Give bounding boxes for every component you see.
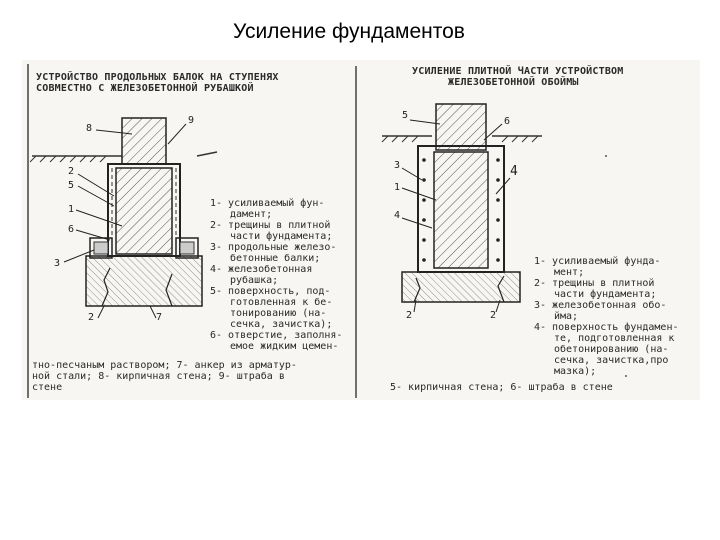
left-legend-line: дамент; [230,209,273,220]
left-heading-line-1: Устройство продольных балок на ступенях [36,72,279,83]
left-legend-line: 1- усиливаемый фун- [210,198,325,209]
left-foundation-drawing [29,117,218,319]
right-callout-3: 3 [394,160,401,171]
left-legend-line: готовленная к бе- [230,297,333,308]
left-callout-2-bottom: 2 [88,312,95,323]
right-callout-1: 1 [394,182,401,193]
left-callout-1: 1 [68,204,75,215]
right-callout-2-right: 2 [490,310,497,321]
left-callout-8: 8 [86,123,93,134]
left-callout-7: 7 [156,312,163,323]
left-callout-6: 6 [68,224,75,235]
right-legend-line: йма; [554,311,579,322]
left-legend-continuation: тно-песчаным раствором; 7- анкер из арма… [32,360,297,393]
slide-title: Усиление фундаментов [233,20,465,43]
left-callout-2: 2 [68,166,75,177]
left-legend-line: сечка, зачистка); [230,319,333,330]
left-legend-line: тонированию (на- [230,308,327,319]
left-legend-line: части фундамента; [230,231,333,242]
left-heading-line-2: совместно с железобетонной рубашкой [36,83,254,94]
left-legend-line: рубашка; [230,275,279,286]
right-callout-6: 6 [504,116,511,127]
figure-drawings [27,64,627,398]
left-legend-line: 2- трещины в плитной [210,220,331,231]
left-callout-5: 5 [68,180,75,191]
right-legend-line: мазка); [554,366,597,377]
right-legend-line: 4- поверхность фундамен- [534,322,679,333]
scanned-page: Устройство продольных балок на ступенях … [22,60,700,400]
left-callout-9: 9 [188,115,195,126]
left-legend-line: 5- поверхность, под- [210,286,331,297]
right-heading-line-1: Усиление плитной части устройством [412,66,624,77]
left-bottom-line: тно-песчаным раствором; 7- анкер из арма… [32,360,297,371]
left-bottom-line: ной стали; 8- кирпичная стена; 9- штраба… [32,371,285,382]
right-foundation-drawing [381,103,542,313]
right-legend-line: сечка, зачистка,про [554,355,669,366]
right-callout-4-large: 4 [510,164,518,179]
right-legend-line: 1- усиливаемый фунда- [534,256,661,267]
left-legend-line: 6- отверстие, заполня- [210,330,343,341]
left-legend-line: 4- железобетонная [210,264,313,275]
left-legend: 1- усиливаемый фун- дамент; 2- трещины в… [210,198,342,352]
right-callout-4: 4 [394,210,401,221]
right-legend-line: части фундамента; [554,289,657,300]
left-legend-line: 3- продольные железо- [210,242,337,253]
left-callout-3: 3 [54,258,61,269]
right-callout-5: 5 [402,110,409,121]
right-heading-line-2: железобетонной обоймы [448,77,579,88]
right-legend-line: 3- железобетонная обо- [534,300,667,311]
right-callout-2: 2 [406,310,413,321]
right-legend-line: мент; [554,267,585,278]
left-bottom-line: стене [32,382,63,393]
left-legend-line: емое жидким цемен- [230,341,339,352]
right-legend-line: те, подготовленная к [554,333,675,344]
left-legend-line: бетонные балки; [230,253,321,264]
right-figure-heading: Усиление плитной части устройством желез… [412,66,624,88]
right-legend-continuation: 5- кирпичная стена; 6- штраба в стене [390,382,613,393]
right-legend-line: обетонированию (на- [554,344,669,355]
right-legend: 1- усиливаемый фунда- мент; 2- трещины в… [534,256,679,377]
left-figure-heading: Устройство продольных балок на ступенях … [36,72,279,94]
right-legend-line: 2- трещины в плитной [534,278,655,289]
